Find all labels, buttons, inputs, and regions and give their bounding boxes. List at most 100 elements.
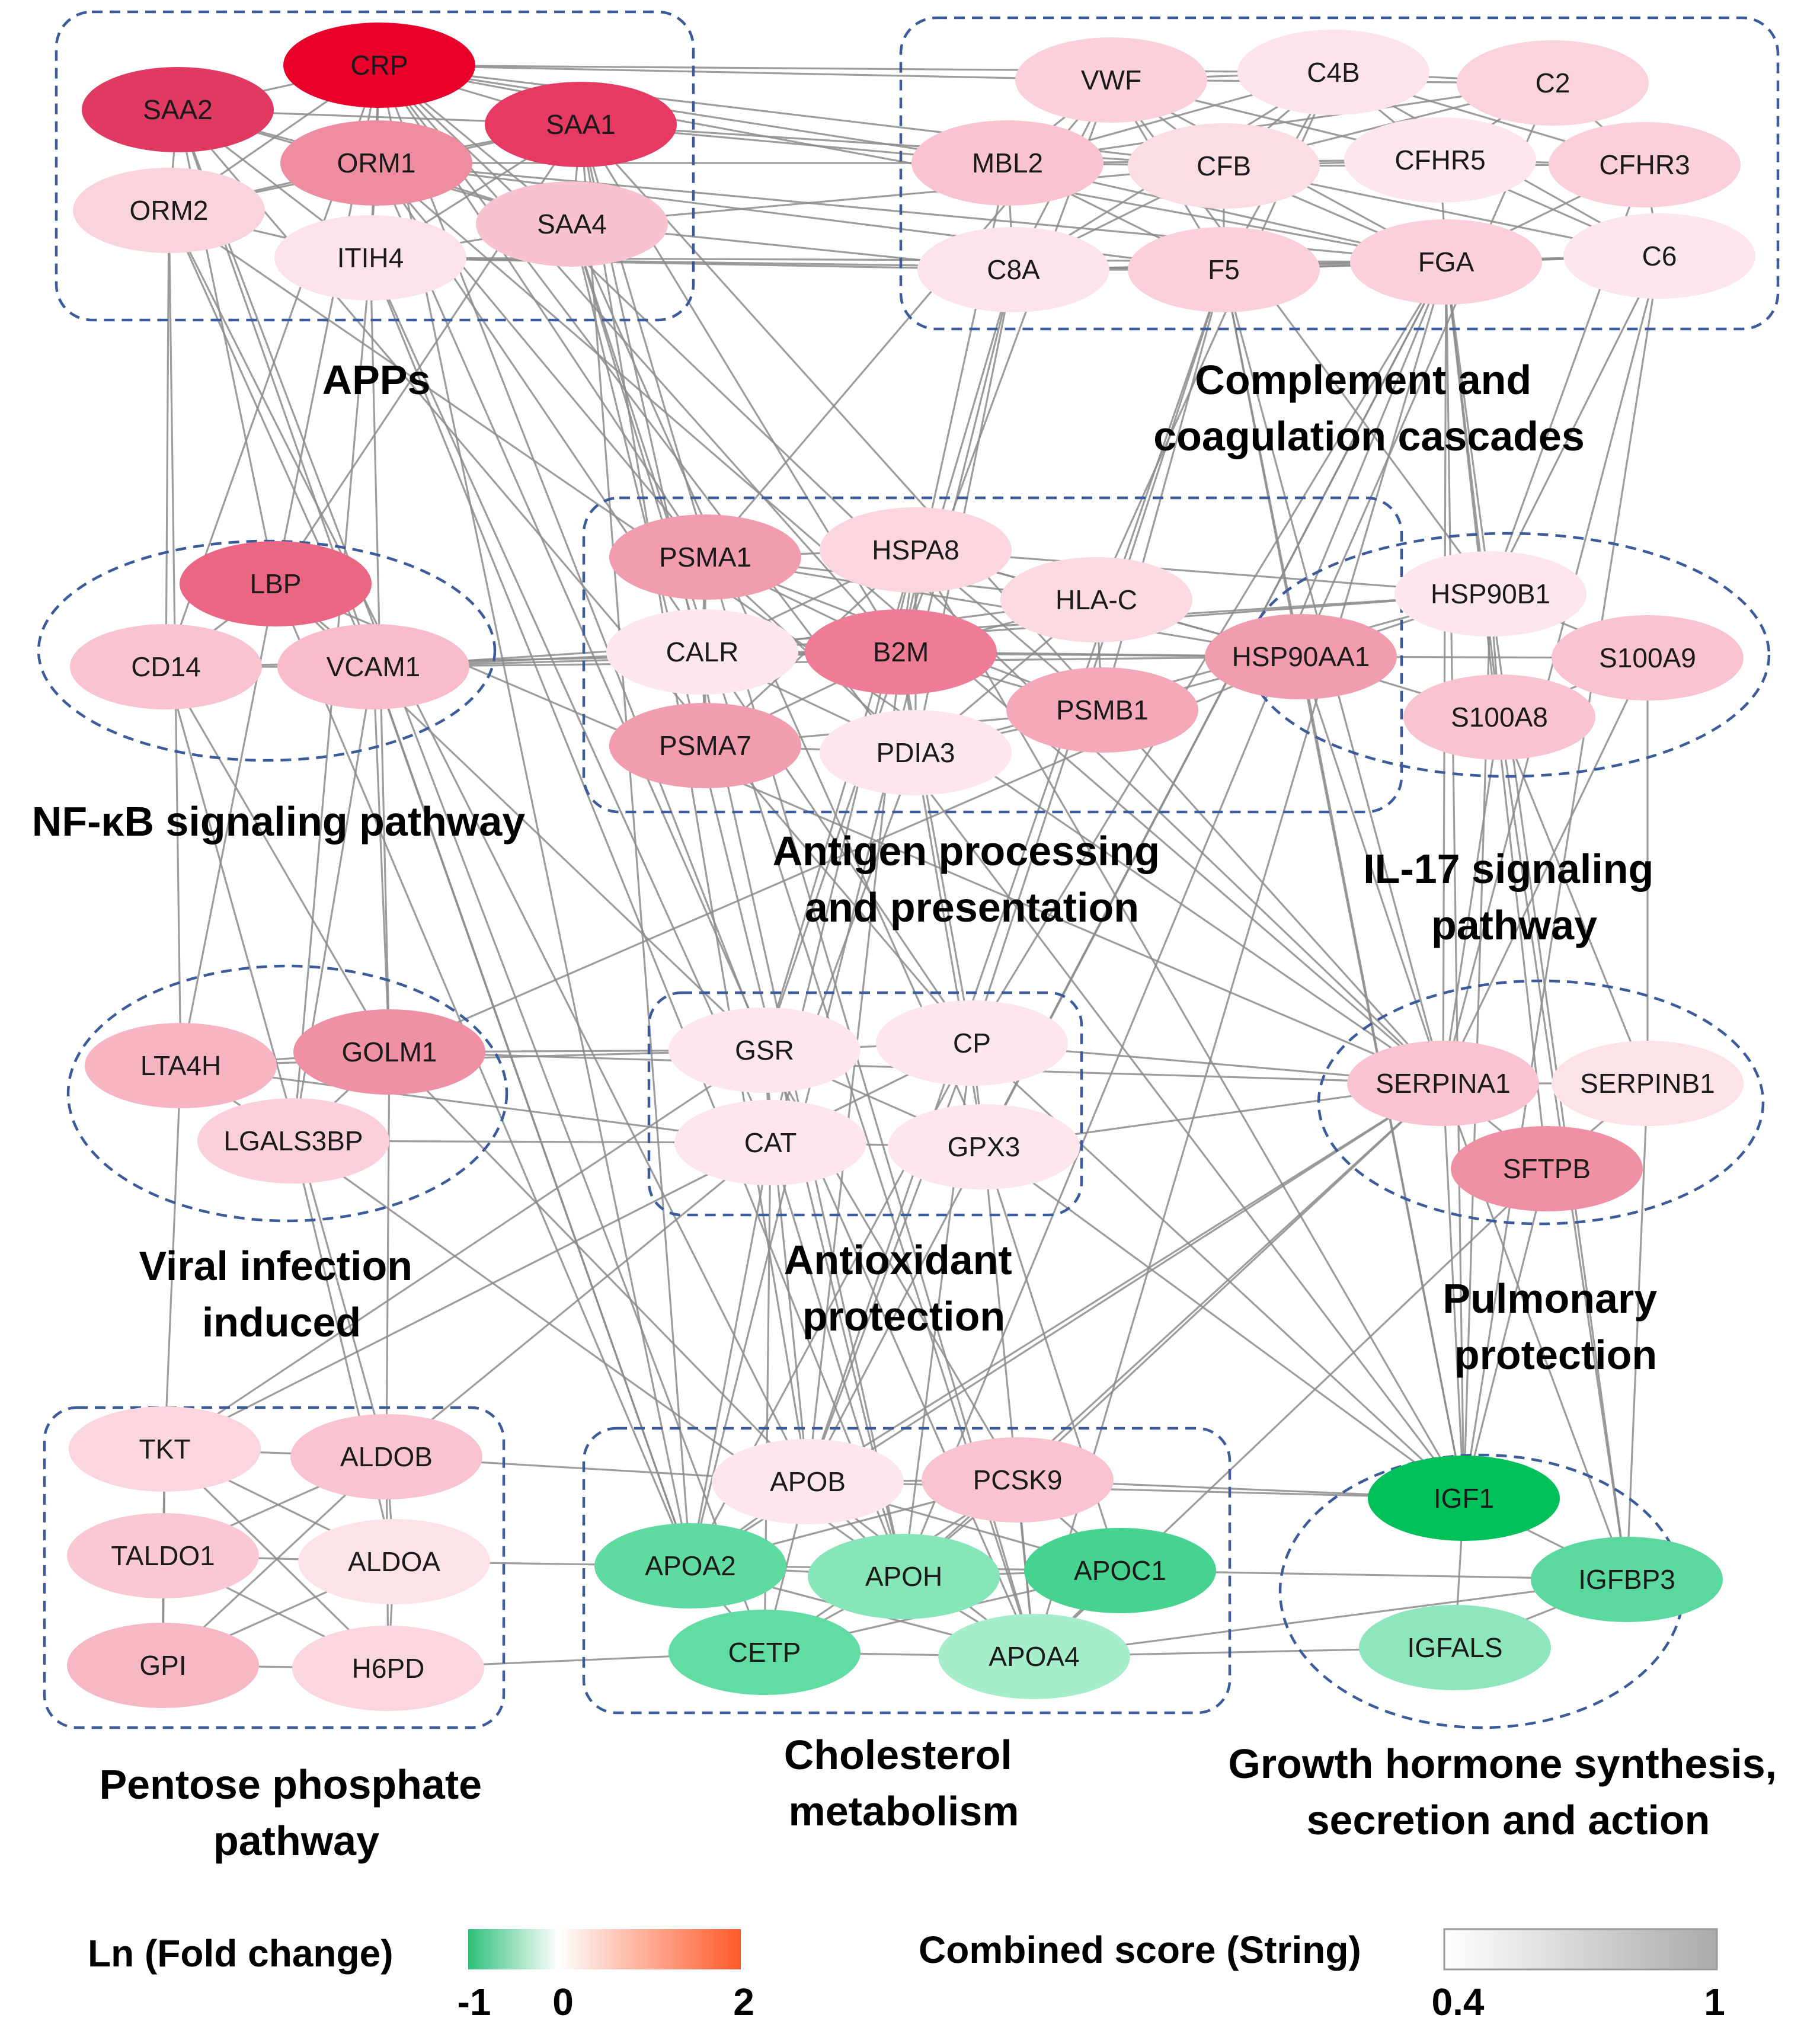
node-label-saa1: SAA1: [546, 109, 616, 140]
node-ellipse-igfbp3: [1531, 1537, 1723, 1622]
node-lgals3bp: LGALS3BP: [197, 1098, 389, 1184]
node-cfb: CFB: [1128, 123, 1320, 209]
group-box-apps: [55, 10, 695, 322]
node-ellipse-golm1: [293, 1009, 485, 1095]
node-label-apoa4: APOA4: [989, 1641, 1079, 1672]
node-hsp90aa1: HSP90AA1: [1205, 614, 1397, 699]
node-aldob: ALDOB: [290, 1414, 482, 1499]
edge-gpx3-igf1: [983, 1146, 1464, 1499]
node-ellipse-igfals: [1359, 1605, 1551, 1690]
combined-score-colorbar: [1443, 1928, 1718, 1971]
node-ellipse-saa2: [82, 67, 274, 152]
node-gpi: GPI: [67, 1623, 259, 1708]
fold-change-legend-title: Ln (Fold change): [88, 1932, 394, 1975]
node-label-cat: CAT: [744, 1127, 797, 1158]
fold-tick-zero: 0: [552, 1981, 574, 2018]
node-ellipse-hsp90b1: [1394, 551, 1586, 637]
node-serpina1: SERPINA1: [1347, 1041, 1539, 1126]
node-label-sftpb: SFTPB: [1503, 1153, 1591, 1184]
node-label-gpx3: GPX3: [948, 1131, 1021, 1162]
node-cat: CAT: [674, 1100, 866, 1185]
node-label-psma1: PSMA1: [659, 542, 751, 573]
node-ellipse-cd14: [70, 624, 262, 709]
edge-s100a9-serpina1: [1442, 657, 1649, 1084]
group-label-apps-line-1: APPs: [322, 357, 431, 403]
group-box-complement: [899, 16, 1780, 331]
edge-golm1-apob: [388, 1051, 809, 1483]
node-label-apoc1: APOC1: [1074, 1555, 1166, 1586]
node-label-vwf: VWF: [1081, 65, 1141, 95]
group-box-antioxidant: [647, 991, 1083, 1217]
node-b2m: B2M: [805, 609, 997, 695]
node-label-saa2: SAA2: [143, 94, 213, 125]
node-label-orm2: ORM2: [130, 195, 209, 226]
node-label-serpinb1: SERPINB1: [1580, 1068, 1715, 1099]
group-label-apps: APPs: [322, 357, 431, 403]
group-label-cholesterol-line-2: metabolism: [789, 1788, 1019, 1834]
node-label-hla-c: HLA-C: [1055, 584, 1137, 615]
node-ellipse-hsp90aa1: [1205, 614, 1397, 699]
edge-igfbp3-serpinb1: [1626, 1083, 1649, 1580]
group-label-pentose-line-2: pathway: [213, 1818, 379, 1864]
node-ellipse-calr: [606, 609, 798, 695]
node-calr: CALR: [606, 609, 798, 695]
group-label-pulmonary-line-1: Pulmonary: [1442, 1275, 1657, 1322]
edge-crp-gsr: [378, 65, 766, 1051]
node-ellipse-cp: [876, 1000, 1068, 1086]
node-orm2: ORM2: [73, 168, 265, 253]
node-ellipse-apoc1: [1024, 1528, 1216, 1613]
node-label-c6: C6: [1642, 241, 1677, 271]
edge-cat-tkt: [164, 1141, 771, 1450]
node-ellipse-c4b: [1237, 30, 1429, 115]
node-label-b2m: B2M: [873, 637, 929, 667]
edge-lta4h-tkt: [164, 1065, 182, 1450]
node-psmb1: PSMB1: [1006, 667, 1198, 753]
node-label-c2: C2: [1536, 68, 1570, 98]
node-label-cp: CP: [953, 1028, 991, 1058]
node-ellipse-cfhr3: [1549, 122, 1741, 207]
edge-itih4-cat: [369, 257, 772, 1143]
node-label-lbp: LBP: [250, 568, 302, 599]
node-label-igfbp3: IGFBP3: [1578, 1564, 1675, 1595]
node-ellipse-lbp: [180, 541, 372, 626]
node-ellipse-tkt: [69, 1406, 261, 1492]
node-pcsk9: PCSK9: [922, 1437, 1114, 1523]
edge-fga-apoa4: [1033, 261, 1447, 1657]
edge-lta4h-cat: [180, 1064, 771, 1144]
node-label-apoa2: APOA2: [645, 1550, 735, 1581]
group-label-antioxidant-line-2: protection: [802, 1293, 1005, 1339]
node-ellipse-serpinb1: [1552, 1041, 1744, 1126]
score-tick-max: 1: [1704, 1981, 1725, 2018]
edge-golm1-aldob: [385, 1051, 391, 1457]
node-orm1: ORM1: [280, 120, 472, 206]
edge-lbp-apoa2: [274, 583, 692, 1566]
node-label-crp: CRP: [350, 50, 408, 81]
node-gsr: GSR: [668, 1008, 861, 1093]
group-label-pentose: Pentose phosphate pathway: [99, 1761, 493, 1864]
fold-change-colorbar: [468, 1929, 741, 1969]
node-label-cfb: CFB: [1197, 151, 1251, 181]
edge-crp-mbl2: [379, 64, 1008, 164]
node-itih4: ITIH4: [274, 215, 466, 300]
node-ellipse-saa4: [476, 181, 668, 267]
node-s100a8: S100A8: [1403, 674, 1595, 760]
node-c8a: C8A: [917, 227, 1109, 312]
group-label-il17: IL-17 signaling pathway: [1363, 846, 1665, 948]
node-hsp90b1: HSP90B1: [1394, 551, 1586, 637]
edge-saa1-cfb: [580, 123, 1224, 167]
node-label-f5: F5: [1208, 254, 1240, 285]
group-label-cholesterol-line-1: Cholesterol: [784, 1732, 1012, 1778]
node-ellipse-fga: [1350, 219, 1542, 305]
node-apoa4: APOA4: [938, 1614, 1130, 1699]
group-box-nfkb: [37, 539, 497, 762]
node-h6pd: H6PD: [292, 1626, 484, 1711]
group-box-il17: [1246, 532, 1771, 778]
edge-fga-serpina1: [1442, 261, 1447, 1084]
edge-c6-serpina1: [1442, 255, 1661, 1084]
group-box-pentose: [43, 1406, 506, 1729]
edge-s100a8-serpina1: [1442, 717, 1501, 1084]
node-ellipse-f5: [1128, 227, 1320, 312]
edge-crp-apoa2: [378, 65, 692, 1566]
group-label-viral-line-2: induced: [202, 1299, 361, 1345]
